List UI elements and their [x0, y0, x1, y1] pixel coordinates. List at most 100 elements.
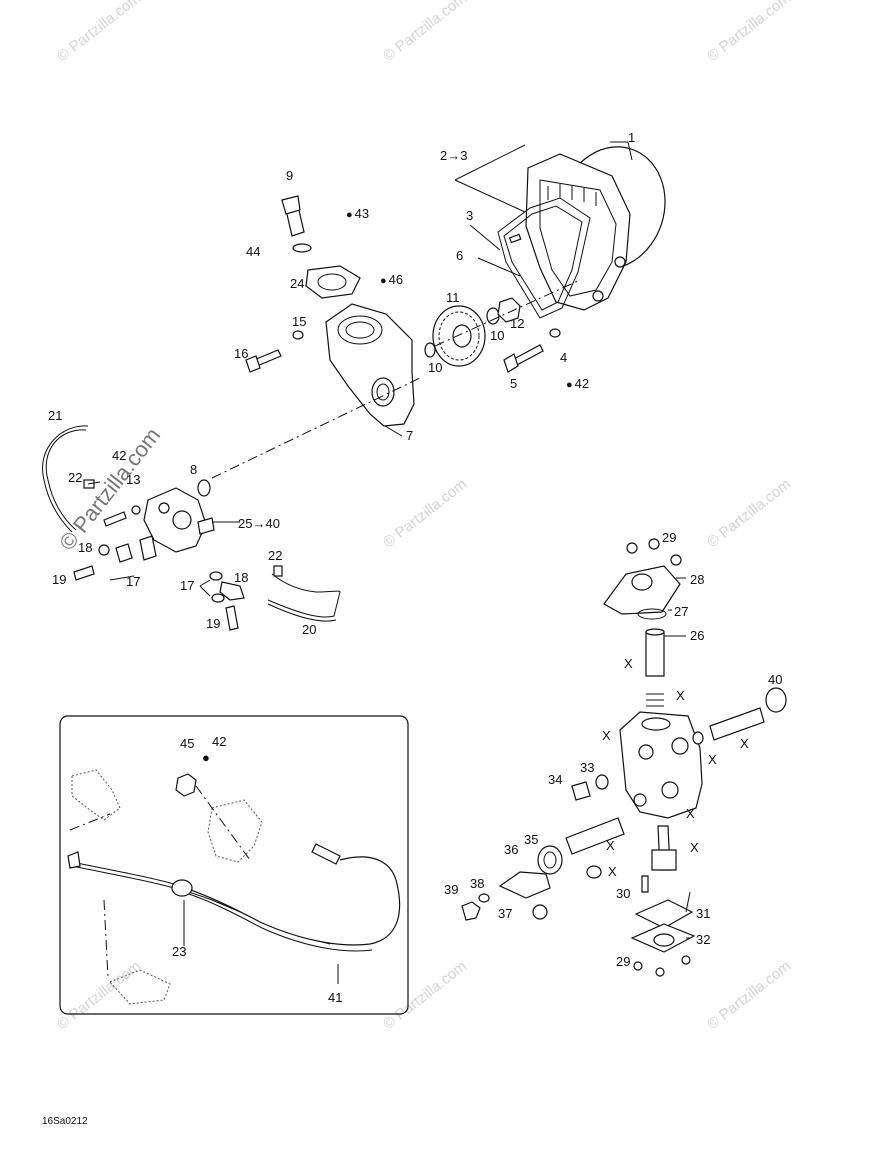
gasket [497, 197, 591, 319]
cable-end [311, 843, 341, 865]
screw [103, 511, 127, 527]
callout-10: 10 [490, 328, 504, 343]
callout-29: 29 [616, 954, 630, 969]
callout-6: 6 [456, 248, 463, 263]
callout-45: 45 [180, 736, 194, 751]
watermark: © Partzilla.com [380, 476, 470, 552]
callout-39: 39 [444, 882, 458, 897]
lever [498, 871, 551, 899]
screw [626, 542, 638, 554]
watermark: © Partzilla.com [704, 958, 794, 1034]
callout-22: 22 [268, 548, 282, 563]
banjo-bolt [225, 605, 239, 631]
watermark: © Partzilla.com [54, 958, 144, 1034]
washer [424, 342, 436, 358]
washer [595, 774, 609, 790]
callout-36: 36 [504, 842, 518, 857]
callout-22: 22 [68, 470, 82, 485]
housing-cover [525, 153, 631, 311]
callout-23: 23 [172, 944, 186, 959]
callout-19: 19 [206, 616, 220, 631]
oil-drop-icon: ● [202, 750, 210, 765]
nut [175, 773, 197, 797]
callout-30: 30 [616, 886, 630, 901]
callout-26: 26 [690, 628, 704, 643]
gear-housing-assembly [454, 141, 666, 319]
oil-drop-icon: ● [566, 379, 573, 391]
watermark: © Partzilla.com [704, 0, 794, 65]
screw [670, 554, 682, 566]
callout-21: 21 [48, 408, 62, 423]
nut [497, 297, 521, 323]
bracket-outline [207, 799, 263, 863]
spring [537, 845, 563, 875]
callout-17: 17 [180, 578, 194, 593]
washer [209, 571, 223, 581]
callout-3: 3 [466, 208, 473, 223]
callout-2-3: 2→3 [440, 148, 467, 163]
callout-27: 27 [674, 604, 688, 619]
drive-gear-assembly [424, 279, 581, 373]
callout-15: 15 [292, 314, 306, 329]
banjo-fitting [219, 581, 245, 601]
callouts: 1 2→3 3 6 9 ●43 44 24 ●46 11 10 12 10 4 … [48, 130, 782, 1005]
x-mark: X [606, 838, 615, 853]
cable-adjuster [171, 879, 193, 897]
callout-41: 41 [328, 990, 342, 1005]
pump-housing [325, 303, 415, 427]
gasket [634, 899, 694, 929]
screw [73, 565, 95, 581]
oil-drop-icon: ● [380, 275, 387, 287]
watermark: © Partzilla.com [380, 0, 470, 65]
gasket [305, 265, 361, 299]
callout-18: 18 [78, 540, 92, 555]
oil-pump-assembly [42, 425, 341, 631]
callout-28: 28 [690, 572, 704, 587]
watermark-main: © Partzilla.com [54, 423, 165, 555]
oil-line [267, 573, 341, 618]
pump-housing-assembly [211, 195, 421, 479]
screw [648, 538, 660, 550]
pump-outline [109, 969, 171, 1005]
callout-13: 13 [126, 472, 140, 487]
callout-24: 24 [290, 276, 304, 291]
callout-40: 40 [768, 672, 782, 687]
callout-29: 29 [662, 530, 676, 545]
callout-33: 33 [580, 760, 594, 775]
pump-lever [139, 535, 157, 561]
x-mark: X [740, 736, 749, 751]
pin [641, 875, 649, 893]
carburetor-outline [71, 769, 121, 821]
plug [571, 781, 591, 801]
callout-31: 31 [696, 906, 710, 921]
cable-housing [177, 856, 401, 946]
callout-42: 42 [112, 448, 126, 463]
drawing-code: 16Sa0212 [42, 1116, 88, 1127]
callout-8: 8 [190, 462, 197, 477]
x-mark: X [686, 806, 695, 821]
callout-37: 37 [498, 906, 512, 921]
callout-12: 12 [510, 316, 524, 331]
retaining-ring [637, 608, 667, 620]
screw [633, 961, 643, 971]
callout-11: 11 [446, 290, 460, 305]
x-mark: X [676, 688, 685, 703]
callout-4: 4 [560, 350, 567, 365]
o-ring [197, 479, 211, 497]
oil-line [45, 429, 87, 531]
callout-5: 5 [510, 376, 517, 391]
x-mark: X [708, 752, 717, 767]
pump-detail-assembly [461, 538, 787, 977]
washer [478, 893, 490, 903]
callout-44: 44 [246, 244, 260, 259]
callout-42: 42 [212, 734, 226, 749]
washer [486, 307, 500, 325]
nut [461, 901, 481, 921]
screw [681, 955, 691, 965]
x-mark: X [608, 864, 617, 879]
callout-25-40: 25→40 [238, 516, 280, 531]
screw [655, 967, 665, 977]
x-mark: X [624, 656, 633, 671]
cable-detail-inset [59, 715, 409, 1015]
